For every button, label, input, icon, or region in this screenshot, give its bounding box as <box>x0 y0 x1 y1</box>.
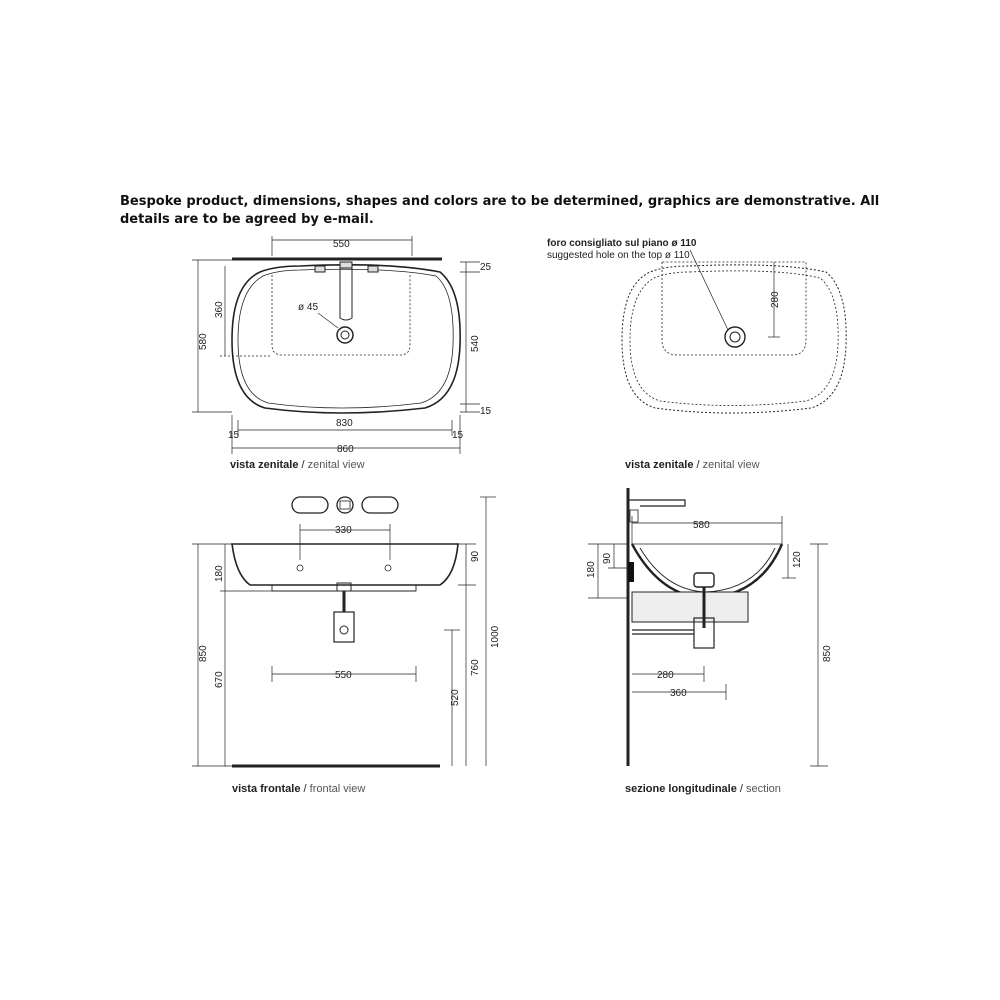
tap-center <box>339 261 353 269</box>
disclaimer-text: Bespoke product, dimensions, shapes and … <box>120 194 880 227</box>
bowl-dashed-outline <box>271 275 411 356</box>
drain-outer <box>336 326 354 344</box>
dim-760: 760 <box>470 659 481 676</box>
dim-580: 580 <box>198 333 209 350</box>
dim-280: 280 <box>770 291 781 308</box>
dim-120-section: 120 <box>792 551 803 568</box>
hole-outline <box>621 264 847 414</box>
dim-1000: 1000 <box>490 625 501 648</box>
dim-850-section: 850 <box>822 645 833 662</box>
hole-note-it: foro consigliato sul piano ø 110 <box>547 238 697 249</box>
caption-frontal: vista frontale / frontal view <box>232 783 365 795</box>
dim-860: 860 <box>337 444 354 455</box>
caption-it: vista zenitale <box>625 459 694 471</box>
dim-520: 520 <box>450 689 461 706</box>
caption-it: vista frontale <box>232 783 301 795</box>
basin-outline <box>231 264 461 414</box>
tap-spout-front <box>336 496 354 514</box>
drain-inner <box>729 331 741 343</box>
tap-handle-right <box>361 496 399 514</box>
dim-550-front: 550 <box>335 670 352 681</box>
tap-right <box>367 265 379 273</box>
drain-inner <box>340 330 350 340</box>
dim-540: 540 <box>470 335 481 352</box>
caption-it: sezione longitudinale <box>625 783 737 795</box>
dim-180-section: 180 <box>586 561 597 578</box>
siphon-section <box>693 617 715 649</box>
caption-separator: / <box>693 459 703 471</box>
frontal-view: 330 90 180 1000 850 670 760 550 520 <box>192 496 501 768</box>
caption-en: frontal view <box>309 783 366 795</box>
hole-inner-outline <box>629 270 839 406</box>
section-view: 580 90 120 180 850 280 360 <box>586 488 833 767</box>
tap-left <box>314 265 326 273</box>
dim-45: ø 45 <box>298 302 318 313</box>
zenital-view-left: 550 25 360 580 ø 45 540 15 830 15 15 860 <box>192 236 492 455</box>
siphon <box>333 611 355 643</box>
dim-830: 830 <box>336 418 353 429</box>
dim-360: 360 <box>214 301 225 318</box>
dim-90-section: 90 <box>602 552 613 564</box>
caption-section: sezione longitudinale / section <box>625 783 781 795</box>
basin-base <box>271 585 417 592</box>
hole-note-en: suggested hole on the top ø 110 <box>547 250 690 261</box>
dim-850-front: 850 <box>198 645 209 662</box>
basin-inner-rim <box>237 268 454 409</box>
caption-separator: / <box>298 459 308 471</box>
leader-110 <box>689 249 729 331</box>
spout <box>339 268 353 321</box>
dim-280-section: 280 <box>657 670 674 681</box>
dim-15-a: 15 <box>228 430 240 441</box>
basin-front <box>231 543 459 586</box>
caption-zenital-left: vista zenitale / zenital view <box>230 459 365 471</box>
zenital-right-details: foro consigliato sul piano ø 110 suggest… <box>547 238 781 348</box>
dim-670: 670 <box>214 671 225 688</box>
countertop <box>631 591 749 623</box>
caption-en: zenital view <box>307 459 365 471</box>
caption-it: vista zenitale <box>230 459 299 471</box>
dim-90-front: 90 <box>470 550 481 562</box>
dim-180-front: 180 <box>214 565 225 582</box>
caption-zenital-right: vista zenitale / zenital view <box>625 459 760 471</box>
dim-550: 550 <box>333 239 350 250</box>
dim-330: 330 <box>335 525 352 536</box>
dim-580-section: 580 <box>693 520 710 531</box>
leader-45 <box>317 312 339 329</box>
spout-section <box>628 499 686 507</box>
bowl-dashed-top <box>661 261 807 356</box>
dim-25: 25 <box>480 262 492 273</box>
zenital-view-right <box>621 261 847 414</box>
dim-15-b: 15 <box>452 430 464 441</box>
caption-en: section <box>746 783 781 795</box>
caption-separator: / <box>300 783 310 795</box>
drain-outer <box>724 326 746 348</box>
dim-360-section: 360 <box>670 688 687 699</box>
caption-separator: / <box>736 783 747 795</box>
tap-handle-left <box>291 496 329 514</box>
drain-section <box>693 572 715 588</box>
caption-en: zenital view <box>702 459 760 471</box>
dim-15-right: 15 <box>480 406 492 417</box>
